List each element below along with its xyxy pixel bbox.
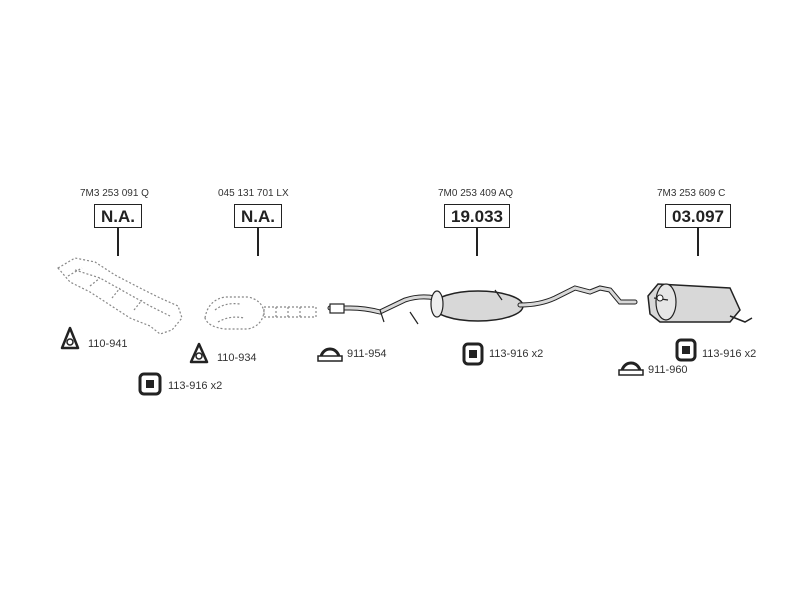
oem-number-middle-silencer: 7M0 253 409 AQ (438, 188, 514, 199)
ref-box-middle-silencer[interactable]: 19.033 (444, 204, 510, 228)
leader-line (117, 228, 119, 256)
accessory-label: 113-916 x2 (489, 348, 544, 360)
rubber-mount-icon (138, 372, 162, 396)
middle-silencer (327, 285, 638, 325)
oem-number-catalyst: 045 131 701 LX (218, 188, 289, 199)
ref-box-catalyst[interactable]: N.A. (234, 204, 282, 228)
leader-line (697, 228, 699, 256)
ref-box-front-pipe[interactable]: N.A. (94, 204, 142, 228)
accessory-label: 113-916 x2 (168, 380, 223, 392)
leader-line (476, 228, 478, 256)
catalyst (204, 296, 317, 330)
clamp-icon (618, 361, 644, 376)
accessory-label: 110-941 (88, 338, 128, 350)
accessory-label: 911-960 (648, 364, 688, 376)
ref-box-rear-silencer[interactable]: 03.097 (665, 204, 731, 228)
oem-number-front-pipe: 7M3 253 091 Q (80, 188, 149, 199)
accessory-label: 911-954 (347, 348, 387, 360)
front-pipe (57, 257, 183, 335)
oem-number-rear-silencer: 7M3 253 609 C (657, 188, 726, 199)
clamp-icon (317, 347, 343, 362)
accessory-label: 110-934 (217, 352, 257, 364)
accessory-label: 113-916 x2 (702, 348, 757, 360)
leader-line (257, 228, 259, 256)
rear-silencer (647, 283, 753, 323)
gasket-icon (60, 326, 80, 350)
rubber-mount-icon (675, 338, 697, 362)
gasket-icon (189, 342, 209, 364)
rubber-mount-icon (462, 342, 484, 366)
